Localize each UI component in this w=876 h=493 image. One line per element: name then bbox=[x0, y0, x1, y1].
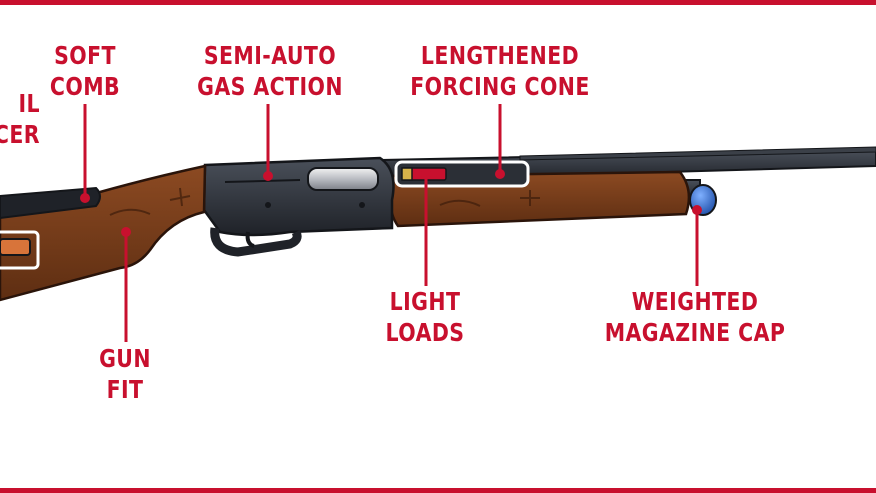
recoil-reducer-cutaway bbox=[0, 230, 40, 270]
label-light-loads: LIGHT LOADS bbox=[372, 286, 479, 348]
top-border bbox=[0, 0, 876, 5]
label-line: FIT bbox=[106, 375, 144, 404]
label-line: COMB bbox=[49, 72, 121, 101]
label-line: WEIGHTED bbox=[631, 287, 759, 316]
label-weighted-magazine-cap: WEIGHTED MAGAZINE CAP bbox=[601, 286, 790, 348]
label-line: CER bbox=[0, 120, 40, 149]
label-line: LENGTHENED bbox=[420, 41, 580, 70]
recoil-reducer-icon bbox=[0, 238, 31, 256]
receiver-pin-icon bbox=[359, 202, 365, 208]
stock-engraving-icon bbox=[109, 187, 191, 216]
label-semi-auto-gas-action: SEMI-AUTO GAS ACTION bbox=[188, 40, 352, 102]
trigger-icon bbox=[245, 231, 255, 248]
label-lengthened-forcing-cone: LENGTHENED FORCING CONE bbox=[406, 40, 595, 102]
soft-comb bbox=[0, 186, 101, 220]
trigger-guard bbox=[210, 227, 302, 257]
label-line: SEMI-AUTO bbox=[203, 41, 337, 70]
label-line: IL bbox=[18, 89, 40, 118]
label-line: GUN bbox=[99, 344, 151, 373]
label-recoil-reducer: IL CER bbox=[0, 88, 40, 150]
label-line: GAS ACTION bbox=[197, 72, 343, 101]
label-soft-comb: SOFT COMB bbox=[40, 40, 130, 102]
bottom-border bbox=[0, 488, 876, 493]
receiver-line bbox=[224, 179, 301, 183]
label-line: LIGHT bbox=[389, 287, 461, 316]
label-line: MAGAZINE CAP bbox=[604, 318, 786, 347]
label-gun-fit: GUN FIT bbox=[80, 343, 170, 405]
label-line: LOADS bbox=[385, 318, 465, 347]
label-line: FORCING CONE bbox=[410, 72, 590, 101]
forend-engraving-icon bbox=[439, 190, 540, 207]
ejection-port-icon bbox=[307, 167, 379, 191]
leader-dots bbox=[80, 169, 702, 237]
label-line: SOFT bbox=[54, 41, 116, 70]
leader-lines bbox=[83, 104, 699, 342]
receiver-pin-icon bbox=[265, 202, 271, 208]
shell-brass-icon bbox=[401, 167, 413, 181]
